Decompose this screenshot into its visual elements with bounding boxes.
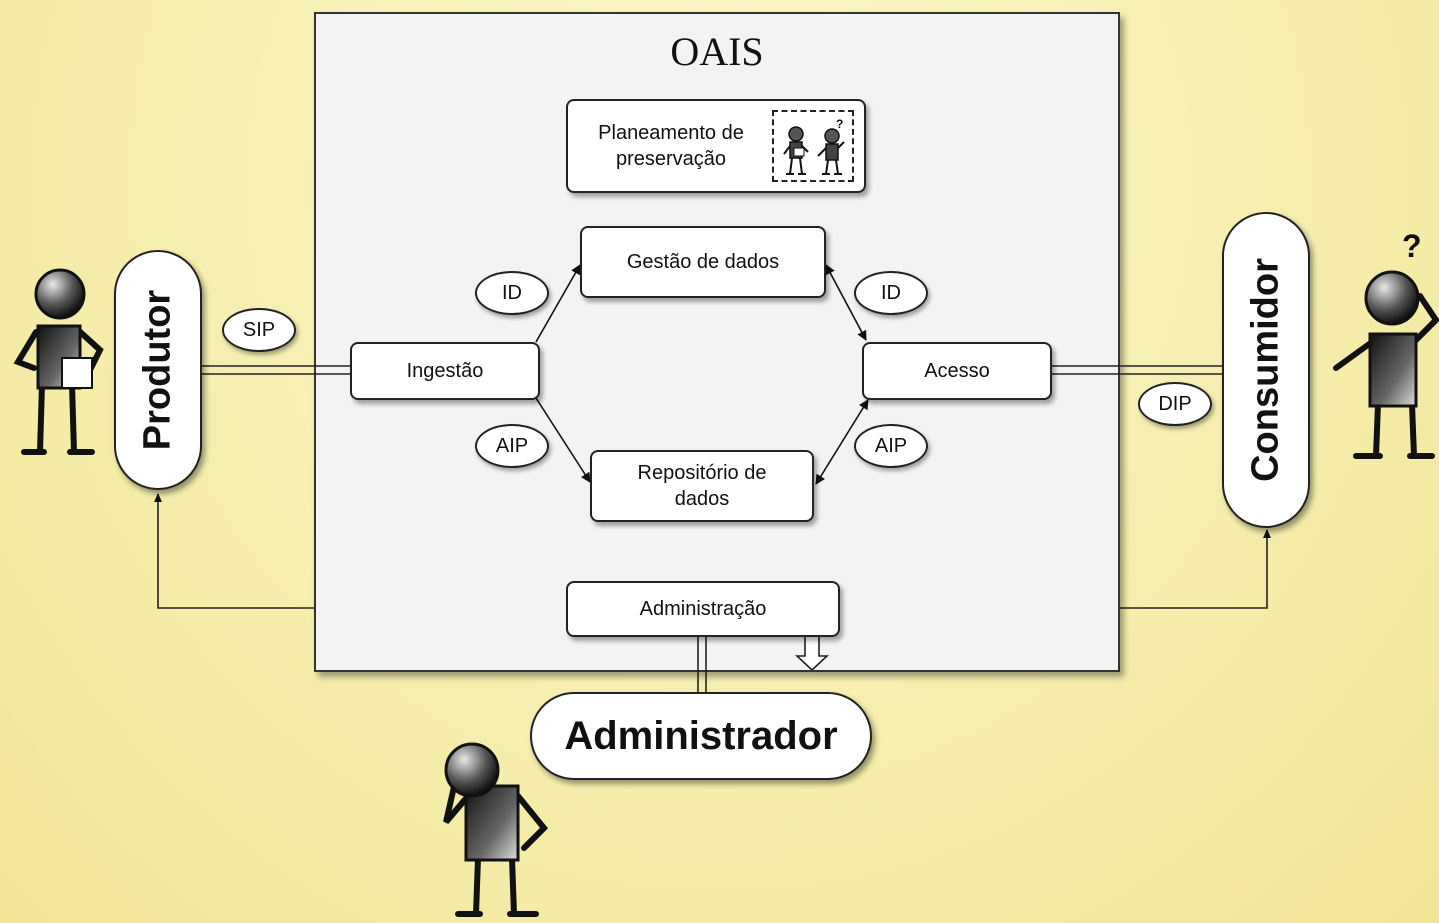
ingest-to-storage-arrow [535, 397, 591, 483]
archival-storage-box: Repositório de dados [590, 450, 814, 522]
consumer-figure-icon [1333, 270, 1439, 459]
access-box: Acesso [862, 342, 1052, 400]
producer-figure-icon [13, 268, 104, 455]
id-left-label: ID [502, 281, 522, 304]
dip-package: DIP [1138, 382, 1212, 426]
administration-label: Administração [639, 598, 767, 620]
administration-box: Administração [566, 581, 840, 637]
consumer-pill: Consumidor [1222, 212, 1310, 528]
preservation-planning-box: Planeamento de preservação ? [566, 99, 866, 193]
aip-package-left: AIP [475, 424, 549, 468]
administrator-label: Administrador [564, 713, 838, 758]
datamgmt-access-arrow [825, 264, 867, 341]
id-package-left: ID [475, 271, 549, 315]
data-management-box: Gestão de dados [580, 226, 826, 298]
aip-left-label: AIP [495, 434, 529, 457]
preservation-planning-label: Planeamento de preservação [598, 122, 744, 170]
ingest-to-datamgmt-arrow [535, 264, 581, 343]
ingest-label: Ingestão [406, 360, 484, 382]
id-right-label: ID [881, 281, 901, 304]
dip-channel [1052, 365, 1224, 375]
access-label: Acesso [924, 360, 990, 382]
administrator-pill: Administrador [530, 692, 872, 780]
sip-package: SIP [222, 308, 296, 352]
producer-pill: Produtor [114, 250, 202, 490]
svg-text:?: ? [836, 117, 843, 131]
consumer-question-mark: ? [1402, 228, 1422, 264]
dip-label: DIP [1158, 392, 1192, 415]
administrator-figure-icon [443, 742, 549, 917]
aip-package-right: AIP [854, 424, 928, 468]
sip-label: SIP [242, 318, 276, 341]
id-package-right: ID [854, 271, 928, 315]
ingest-box: Ingestão [350, 342, 540, 400]
sip-channel [200, 365, 352, 375]
oais-title: OAIS [670, 29, 764, 74]
storage-access-arrow [815, 399, 869, 485]
data-management-label: Gestão de dados [626, 251, 780, 273]
preservation-team-icon: ? [772, 110, 854, 182]
planners-icon: ? [783, 117, 845, 175]
aip-right-label: AIP [874, 434, 908, 457]
archival-storage-label: Repositório de dados [637, 462, 767, 510]
admin-channel [697, 636, 707, 694]
admin-down-arrow-icon [794, 635, 830, 672]
